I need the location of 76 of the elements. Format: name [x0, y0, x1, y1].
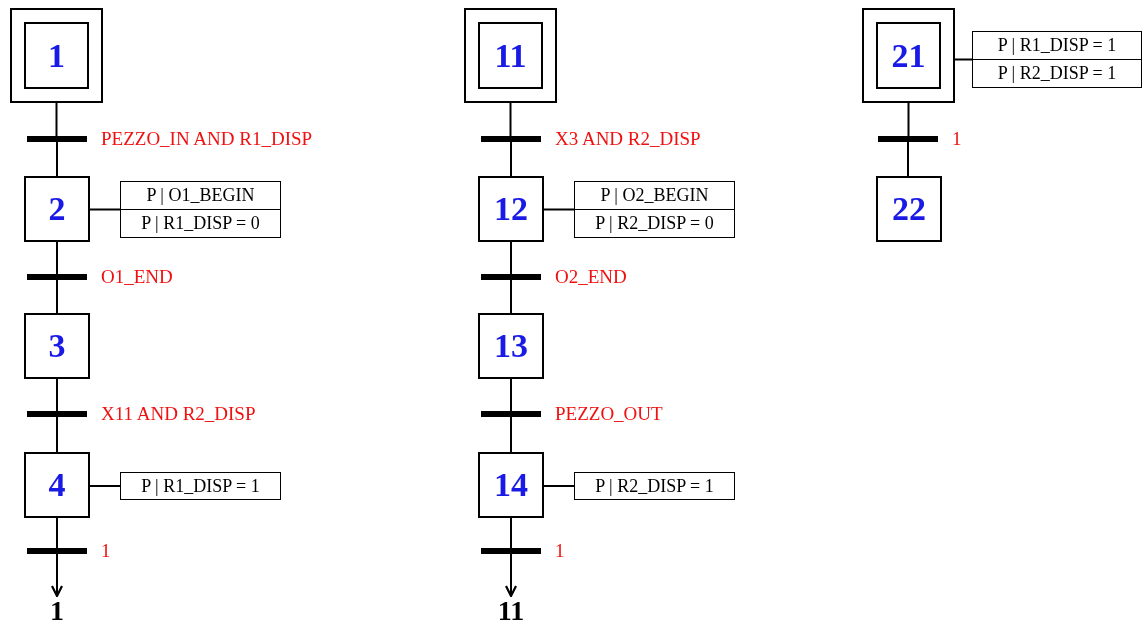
action-text: P | O2_BEGIN — [599, 184, 710, 207]
action-box — [120, 472, 281, 500]
action-text: P | R1_DISP = 0 — [121, 209, 280, 237]
action-box — [574, 472, 735, 500]
connector-line — [510, 416, 512, 453]
connector-line — [55, 102, 58, 137]
action-box — [574, 181, 735, 238]
initial-step-box — [862, 8, 955, 103]
transition-condition: PEZZO_IN AND R1_DISP — [101, 129, 313, 148]
connector-line — [510, 141, 512, 177]
connector-line — [543, 208, 575, 211]
connector-line — [56, 378, 58, 412]
step-box — [24, 176, 90, 242]
step-number: 12 — [494, 192, 528, 226]
transition-bar — [481, 274, 541, 280]
transition-condition: X3 AND R2_DISP — [555, 129, 701, 148]
connector-line — [510, 378, 512, 412]
arrow — [504, 553, 518, 598]
transition-condition: X11 AND R2_DISP — [101, 404, 256, 423]
action-text: P | R1_DISP = 1 — [140, 474, 261, 498]
step-box — [478, 313, 544, 379]
connector-line — [56, 416, 58, 453]
transition-bar — [27, 274, 87, 280]
action-text: P | R1_DISP = 1 — [996, 34, 1118, 57]
step-number: 14 — [494, 468, 528, 502]
step-box — [24, 452, 90, 518]
arrow — [50, 553, 64, 598]
action-text: P | R2_DISP = 1 — [973, 59, 1141, 87]
connector-line — [510, 241, 512, 275]
transition-bar — [27, 548, 87, 554]
step-box — [876, 176, 942, 242]
step-number: 13 — [494, 329, 528, 363]
connector-line — [56, 241, 58, 275]
step-number: 21 — [891, 38, 926, 73]
transition-condition: 1 — [101, 541, 111, 560]
connector-line — [56, 141, 58, 177]
initial-step-box — [10, 8, 103, 103]
action-text: P | O1_BEGIN — [145, 184, 256, 207]
transition-bar — [878, 136, 938, 142]
step-number: 22 — [892, 192, 926, 226]
connector-line — [56, 279, 58, 314]
connector-line — [89, 208, 121, 211]
action-text: P | R2_DISP = 1 — [594, 474, 715, 498]
step-box — [24, 313, 90, 379]
connector-line — [510, 279, 512, 314]
step-number: 3 — [48, 329, 66, 363]
step-number: 11 — [494, 38, 527, 73]
step-reference: 1 — [37, 596, 77, 626]
transition-condition: PEZZO_OUT — [555, 404, 663, 423]
transition-bar — [481, 136, 541, 142]
action-box — [120, 181, 281, 238]
connector-line — [89, 485, 121, 487]
step-number: 1 — [48, 38, 65, 73]
step-number: 2 — [48, 192, 66, 226]
transition-condition: O2_END — [555, 267, 627, 286]
step-box — [478, 452, 544, 518]
step-box — [478, 176, 544, 242]
transition-bar — [481, 548, 541, 554]
connector-line — [543, 485, 575, 487]
connector-line — [56, 517, 58, 549]
step-number: 4 — [48, 468, 66, 502]
connector-line — [509, 102, 512, 137]
connector-line — [907, 141, 909, 177]
action-text: P | R2_DISP = 0 — [575, 209, 734, 237]
connector-line — [510, 517, 512, 549]
transition-condition: 1 — [555, 541, 565, 560]
transition-bar — [481, 411, 541, 417]
transition-bar — [27, 411, 87, 417]
action-box — [972, 31, 1142, 88]
connector-line — [907, 102, 910, 137]
transition-condition: O1_END — [101, 267, 173, 286]
transition-condition: 1 — [952, 129, 962, 148]
step-reference: 11 — [491, 596, 531, 626]
connector-line — [954, 58, 973, 61]
transition-bar — [27, 136, 87, 142]
initial-step-box — [464, 8, 557, 103]
